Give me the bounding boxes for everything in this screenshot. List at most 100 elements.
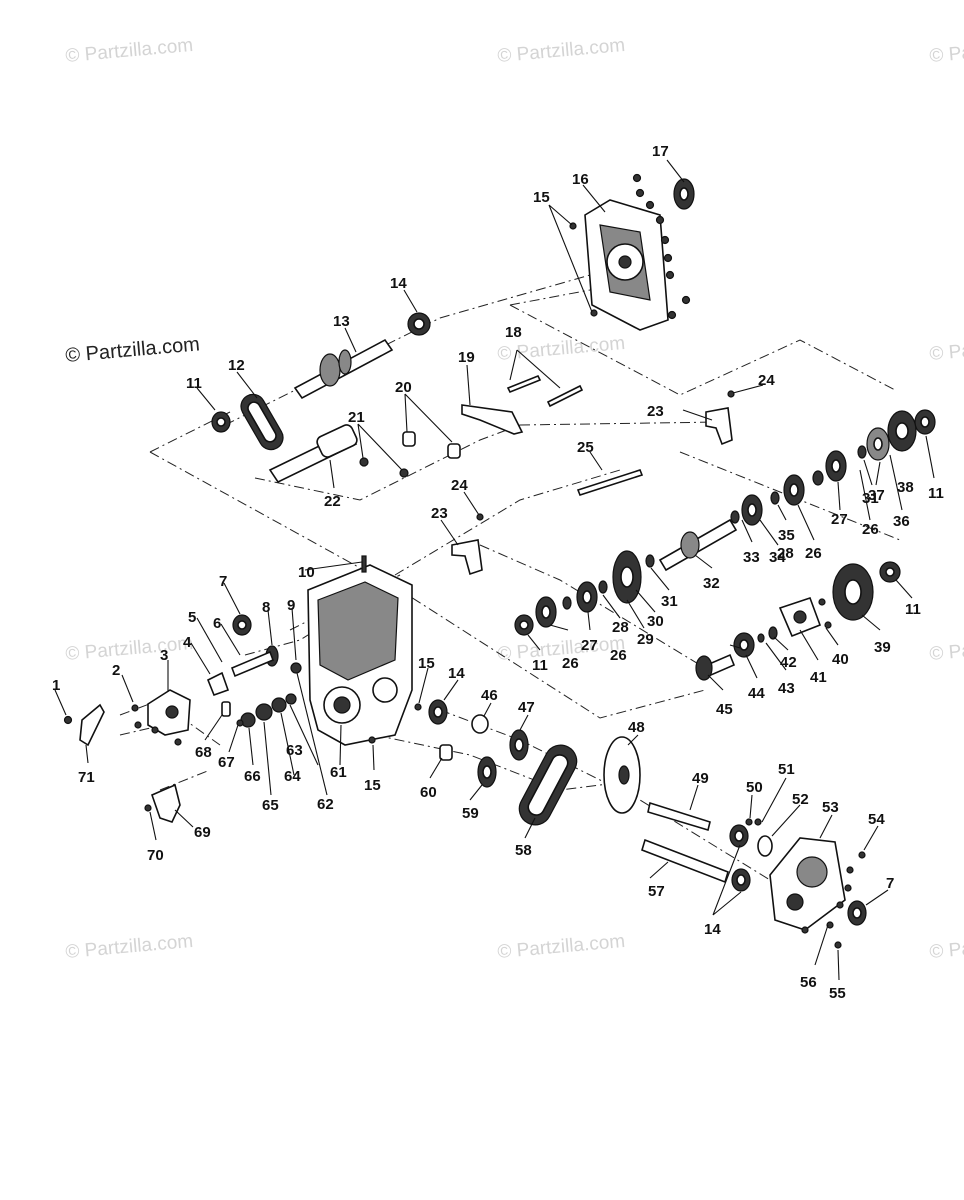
callout-15-a: 15 <box>533 189 550 206</box>
watermark: © Partzilla.com <box>497 931 626 963</box>
callout-32: 32 <box>703 575 720 592</box>
part-48-disc <box>603 736 641 814</box>
callout-29: 29 <box>637 631 654 648</box>
callout-71: 71 <box>78 769 95 786</box>
callout-66: 66 <box>244 768 261 785</box>
callout-3: 3 <box>160 647 168 664</box>
callout-53: 53 <box>822 799 839 816</box>
callout-6: 6 <box>213 615 221 632</box>
callout-33: 33 <box>743 549 760 566</box>
callout-9: 9 <box>287 597 295 614</box>
callout-10: 10 <box>298 564 315 581</box>
callout-1: 1 <box>52 677 60 694</box>
part-14-bearing <box>407 312 431 336</box>
callout-25: 25 <box>577 439 594 456</box>
left-small-parts <box>206 614 302 728</box>
watermark: © Partzilla.com <box>65 333 201 367</box>
callout-27-a: 27 <box>581 637 598 654</box>
callout-31-b: 31 <box>862 490 879 507</box>
callout-12: 12 <box>228 357 245 374</box>
callout-41: 41 <box>810 669 827 686</box>
callout-51: 51 <box>778 761 795 778</box>
callout-26-a: 26 <box>562 655 579 672</box>
callout-61: 61 <box>330 764 347 781</box>
callout-58: 58 <box>515 842 532 859</box>
callout-67: 67 <box>218 754 235 771</box>
callout-62: 62 <box>317 796 334 813</box>
part-23-shift-fork-upper <box>705 390 735 446</box>
callout-14-c: 14 <box>704 921 721 938</box>
callout-26-d: 26 <box>862 521 879 538</box>
parts <box>63 173 936 949</box>
callout-11-a: 11 <box>186 375 202 392</box>
callout-23-b: 23 <box>431 505 448 522</box>
callout-35: 35 <box>778 527 795 544</box>
callout-39: 39 <box>874 639 891 656</box>
part-49-shaft <box>647 801 711 832</box>
callout-24-a: 24 <box>758 372 775 389</box>
callout-56: 56 <box>800 974 817 991</box>
callout-63: 63 <box>286 742 303 759</box>
part-39-gear <box>832 561 901 621</box>
callout-40: 40 <box>832 651 849 668</box>
part-3-body <box>131 689 191 746</box>
callout-44: 44 <box>748 685 765 702</box>
callout-46: 46 <box>481 687 498 704</box>
watermark: © Partzilla.com <box>929 633 964 665</box>
callout-15-c: 15 <box>364 777 381 794</box>
callout-49: 49 <box>692 770 709 787</box>
callout-43: 43 <box>778 680 795 697</box>
callout-70: 70 <box>147 847 164 864</box>
part-18-pins <box>506 374 584 408</box>
part-53-cover <box>769 837 866 949</box>
watermark: © Partzilla.com <box>497 35 626 67</box>
callout-60: 60 <box>420 784 437 801</box>
part-13-shaft <box>293 338 394 400</box>
callout-50: 50 <box>746 779 763 796</box>
callout-54: 54 <box>868 811 885 828</box>
callout-14-b: 14 <box>448 665 465 682</box>
callout-68: 68 <box>195 744 212 761</box>
callout-34: 34 <box>769 549 786 566</box>
callout-13: 13 <box>333 313 350 330</box>
callout-11-c: 11 <box>905 601 921 618</box>
part-25-rod <box>576 469 644 496</box>
part-17-gear <box>673 178 695 210</box>
part-44-45-bearing-shaft <box>695 626 778 681</box>
callout-55: 55 <box>829 985 846 1002</box>
callout-8: 8 <box>262 599 270 616</box>
callout-26-c: 26 <box>805 545 822 562</box>
callout-24-b: 24 <box>451 477 468 494</box>
callout-28-a: 28 <box>612 619 629 636</box>
callout-23-a: 23 <box>647 403 664 420</box>
callout-38: 38 <box>897 479 914 496</box>
part-57-shaft <box>641 838 729 884</box>
part-71-bracket <box>63 703 105 747</box>
callout-59: 59 <box>462 805 479 822</box>
callout-15-b: 15 <box>418 655 435 672</box>
callout-5: 5 <box>188 609 196 626</box>
callout-42: 42 <box>780 654 797 671</box>
callout-18: 18 <box>505 324 522 341</box>
part-22-shaft <box>268 424 358 484</box>
part-15-lower-bolts <box>368 703 422 744</box>
callout-2: 2 <box>112 662 120 679</box>
callout-65: 65 <box>262 797 279 814</box>
callout-47: 47 <box>518 699 535 716</box>
callout-4: 4 <box>183 634 192 651</box>
part-58-chain <box>518 744 578 826</box>
part-15-bolts <box>569 173 691 320</box>
part-30-gear <box>612 550 655 604</box>
callout-28-b: 28 <box>777 545 794 562</box>
part-19-bracket <box>461 404 524 435</box>
part-16-cover <box>584 199 669 331</box>
callout-11-b: 11 <box>532 657 548 674</box>
callout-30: 30 <box>647 613 664 630</box>
gear-stack-upper <box>730 409 936 526</box>
part-69-lever <box>144 783 181 823</box>
gear-stack-lower <box>514 580 608 636</box>
watermark: © Partzilla.com <box>929 931 964 963</box>
callout-11-d: 11 <box>928 485 944 502</box>
watermark: © Partzilla.com <box>929 35 964 67</box>
